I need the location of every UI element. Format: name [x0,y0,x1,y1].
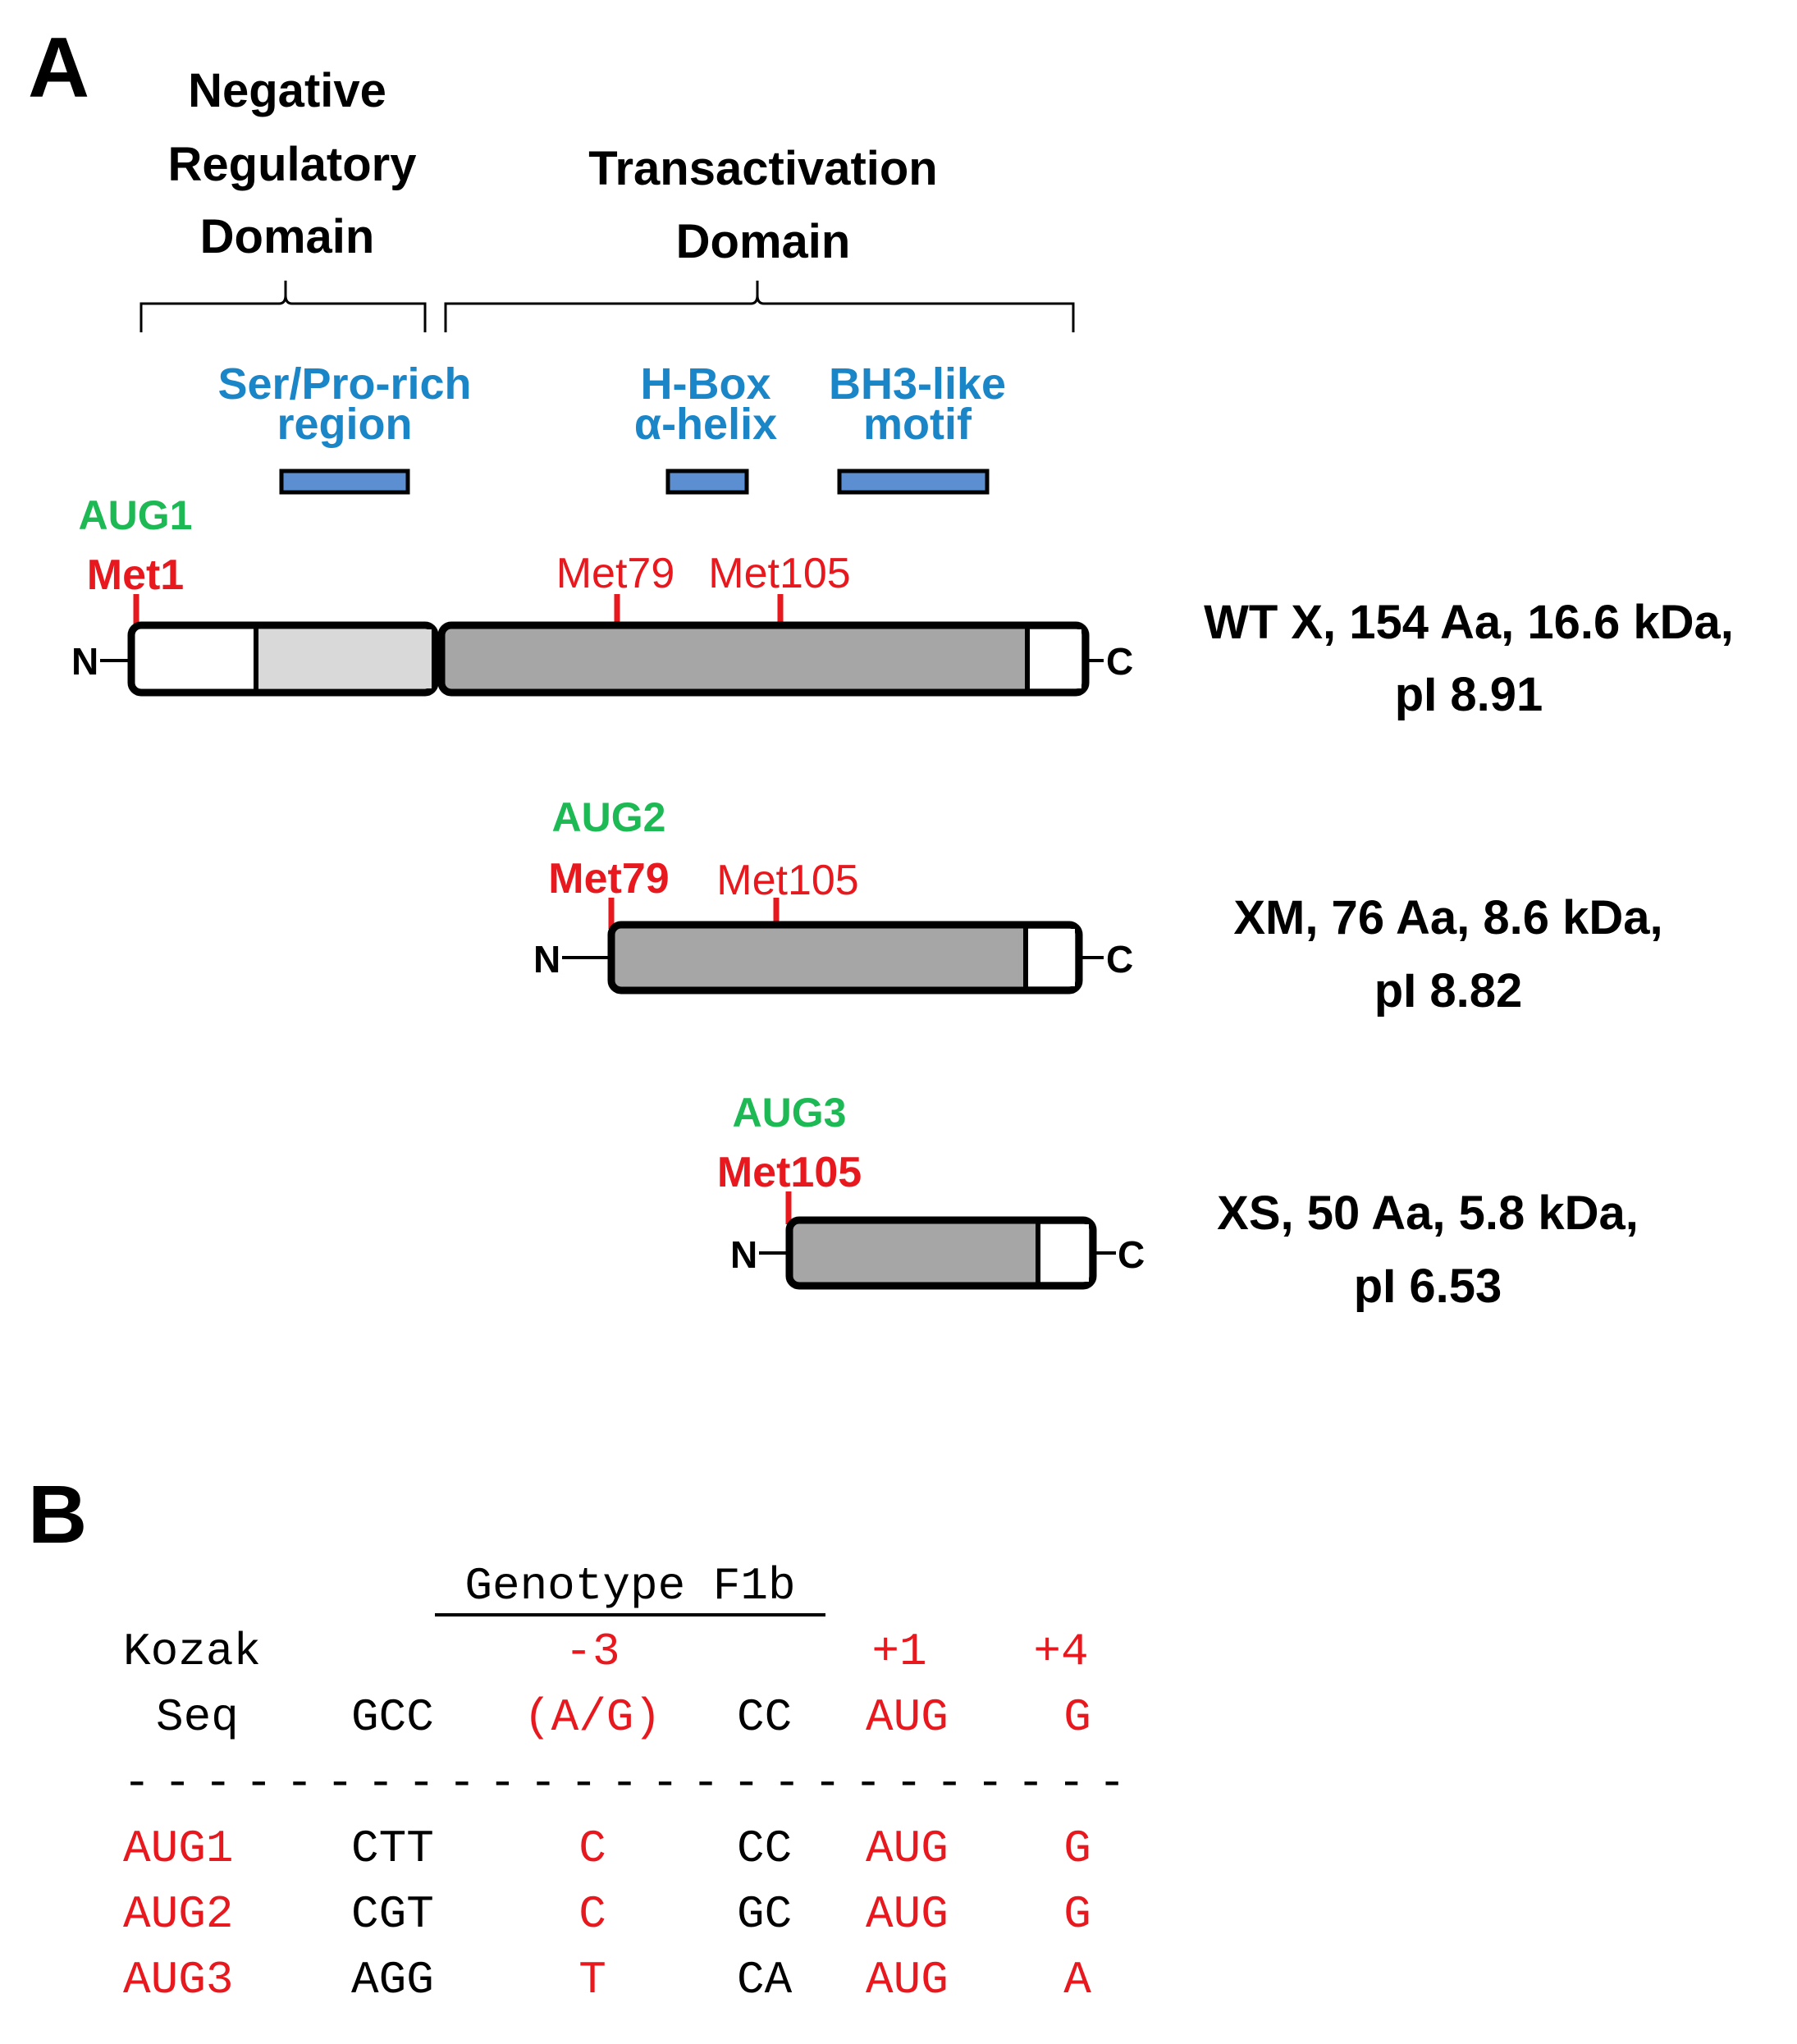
bh3-like-motif-label: BH3-like motif [829,359,1006,449]
n-terminus-label: N [71,640,98,683]
xm-isoform: AUG2 Met79 Met105 N C XM, 76 Aa, 8.6 kDa… [533,794,1663,1017]
row-cell: G [1063,1888,1091,1941]
met79-marker-label: Met79 [556,550,675,597]
panel-b-label: B [28,1469,87,1561]
xs-description-line: XS, 50 Aa, 5.8 kDa, [1217,1187,1639,1240]
row-cell: AUG [866,1954,949,2006]
row-cell: CC [737,1822,792,1875]
aug3-label: AUG3 [733,1090,847,1136]
xm-c-terminal-tail [1026,929,1075,986]
region-label-line: α-helix [634,400,777,449]
consensus-cell: (A/G) [524,1691,661,1744]
row-cell: C [578,1888,606,1941]
wt-transactivation-box [437,621,1090,697]
met105-marker-label: Met105 [716,857,858,904]
wt-description: WT X, 154 Aa, 16.6 kDa, pI 8.91 [1204,596,1734,721]
row-label: AUG1 [123,1822,233,1875]
negative-regulatory-brace [139,281,427,332]
c-terminus-label: C [1106,640,1133,683]
wt-description-line: pI 8.91 [1395,668,1543,721]
position-plus4: +4 [1033,1626,1088,1678]
c-terminus-label: C [1118,1233,1145,1276]
xm-description-line: pI 8.82 [1374,964,1523,1017]
row-cell: C [578,1822,606,1875]
domain-heading-line: Domain [200,210,375,263]
region-label-line: Ser/Pro-rich [217,359,471,409]
genotype-title: Genotype F1b [464,1560,795,1612]
kozak-label: Kozak [123,1626,261,1678]
xs-c-terminal-tail [1038,1224,1089,1282]
aug1-label: AUG1 [79,492,193,538]
met1-label: Met1 [87,551,184,599]
bh3-like-motif-bar [837,469,990,495]
domain-heading-line: Regulatory [168,138,417,191]
row-label: AUG2 [123,1888,233,1941]
row-cell: G [1063,1822,1091,1875]
consensus-cell: G [1063,1691,1091,1744]
position-plus1: +1 [871,1626,926,1678]
separator-line: ------------------------- [123,1757,1126,1809]
negative-regulatory-domain-heading: Negative Regulatory Domain [168,64,417,263]
row-cell: CA [737,1954,793,2006]
h-box-bar [665,469,749,495]
row-cell: T [578,1954,606,2006]
wt-isoform: AUG1 Met1 Met79 Met105 N C WT X, 154 Aa,… [71,492,1734,721]
region-label-line: H-Box [641,359,771,409]
n-terminus-label: N [730,1233,757,1276]
met105-label: Met105 [717,1149,862,1196]
wt-ser-pro-fill [256,629,432,688]
wt-description-line: WT X, 154 Aa, 16.6 kDa, [1204,596,1734,649]
h-box-label: H-Box α-helix [634,359,777,449]
row-cell: AUG [866,1888,949,1941]
domain-heading-line: Negative [188,64,386,117]
panel-a-label: A [28,21,89,116]
row-cell: GC [737,1888,792,1941]
transactivation-domain-heading: Transactivation Domain [588,142,937,268]
kozak-table: Kozak -3 +1 +4 Seq GCC (A/G) CC AUG G --… [123,1626,1126,2006]
row-cell: AGG [351,1954,434,2006]
xs-description: XS, 50 Aa, 5.8 kDa, pI 6.53 [1217,1187,1639,1313]
seq-label: Seq [156,1691,239,1744]
consensus-cell: CC [737,1691,792,1744]
region-label-line: region [277,400,412,449]
consensus-cell: GCC [351,1691,434,1744]
xs-isoform: AUG3 Met105 N C XS, 50 Aa, 5.8 kDa, pI 6… [717,1090,1639,1313]
domain-heading-line: Domain [676,215,851,268]
position-minus3: -3 [565,1626,620,1678]
met79-label: Met79 [548,855,669,903]
consensus-cell: AUG [866,1691,949,1744]
met105-marker-label: Met105 [708,550,850,597]
ser-pro-rich-bar [279,469,410,495]
region-label-line: motif [863,400,972,449]
xs-description-line: pI 6.53 [1354,1260,1502,1313]
row-cell: A [1063,1954,1091,2006]
ser-pro-rich-label: Ser/Pro-rich region [217,359,471,449]
row-cell: AUG [866,1822,949,1875]
xm-box [607,921,1083,995]
row-cell: CTT [351,1822,434,1875]
wt-c-terminal-tail [1027,629,1081,688]
c-terminus-label: C [1106,938,1133,981]
aug2-label: AUG2 [552,794,666,840]
domain-heading-line: Transactivation [588,142,937,195]
transactivation-brace [444,281,1075,332]
region-label-line: BH3-like [829,359,1006,409]
xm-description-line: XM, 76 Aa, 8.6 kDa, [1233,891,1662,944]
row-cell: CGT [351,1888,434,1941]
xm-description: XM, 76 Aa, 8.6 kDa, pI 8.82 [1233,891,1662,1017]
n-terminus-label: N [533,938,560,981]
row-label: AUG3 [123,1954,233,2006]
